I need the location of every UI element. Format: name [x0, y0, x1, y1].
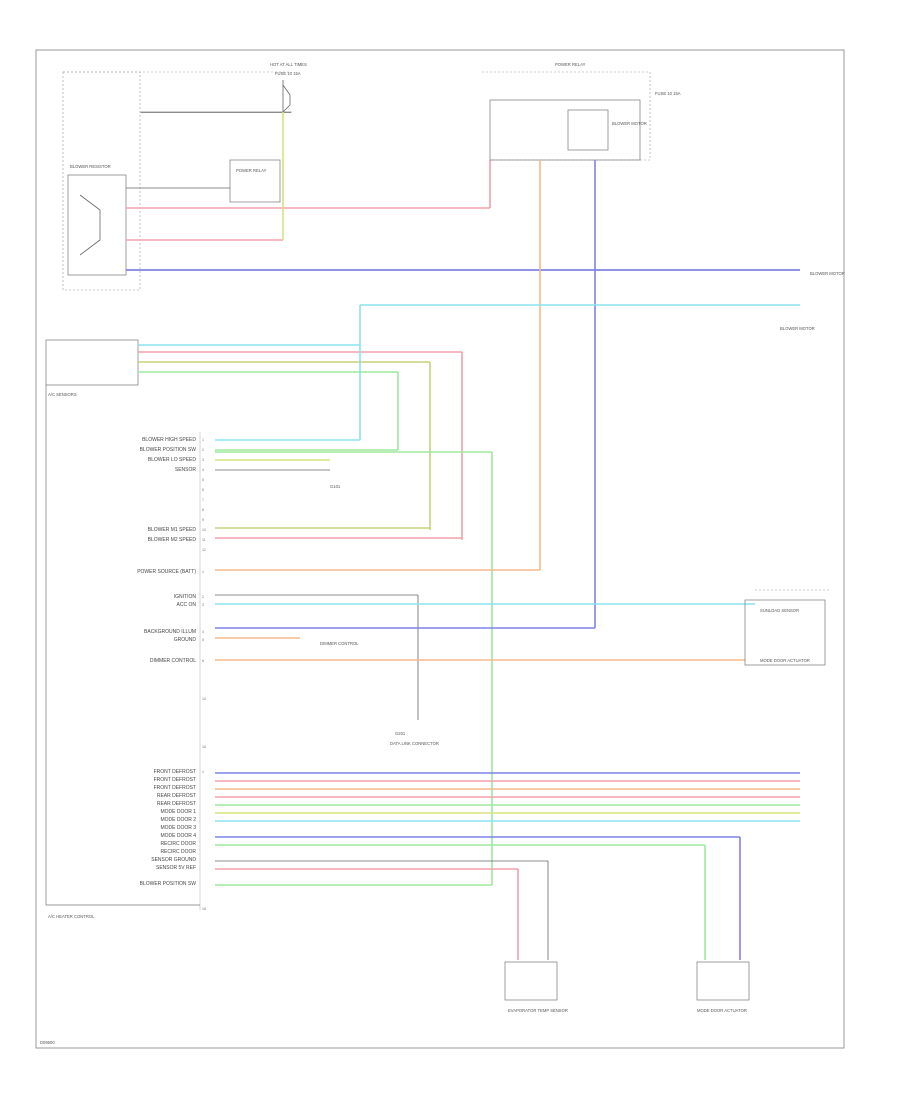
pin-number: 2 [202, 595, 204, 599]
mode-door-label: MODE DOOR ACTUATOR [697, 1008, 747, 1013]
pin-label-7: POWER SOURCE (BATT) [137, 569, 196, 575]
fuse-line [140, 111, 292, 113]
evap-sensor-label: EVAPORATOR TEMP SENSOR [508, 1008, 568, 1013]
data-link-label: DATA LINK CONNECTOR [390, 741, 439, 746]
pin-label-24: RECIRC DOOR [160, 849, 196, 855]
pin-label-1: BLOWER HIGH SPEED [142, 437, 196, 443]
fuse-label: FUSE 10 15A [275, 71, 301, 76]
pin-label-26: SENSOR 5V REF [156, 865, 196, 871]
pin-label-14: FRONT DEFROST [154, 769, 196, 775]
pin-number: 2 [202, 448, 204, 452]
pin-numbers: 1 2 3 4 5 6 7 8 9 10 11 12 1 2 3 4 5 6 1… [202, 438, 206, 911]
pin-number: 18 [202, 907, 206, 911]
relay-label-left: POWER RELAY [236, 168, 267, 173]
pin-label-25: SENSOR GROUND [151, 857, 196, 863]
pin-label-2: BLOWER POSITION SW [140, 447, 197, 453]
relay-coil-box [567, 109, 609, 151]
pin-label-3: BLOWER LO SPEED [148, 457, 196, 463]
pin-label-22: MODE DOOR 4 [160, 833, 196, 839]
pin-label-19: MODE DOOR 1 [160, 809, 196, 815]
pin-label-20: MODE DOOR 2 [160, 817, 196, 823]
module-connector: BLOWER HIGH SPEED BLOWER POSITION SW BLO… [137, 432, 201, 910]
right-term-1: BLOWER MOTOR [810, 271, 845, 276]
pin-number: 6 [202, 488, 204, 492]
pin-number: 6 [202, 659, 204, 663]
dimmer-label: DIMMER CONTROL [320, 641, 359, 646]
ground-bottom-label: G201 [395, 731, 406, 736]
sunload-box [744, 599, 826, 666]
pin-label-18: REAR DEFROST [157, 801, 196, 807]
evap-sensor-box [504, 961, 558, 1001]
pin-label-8: IGNITION [174, 594, 197, 600]
pin-number: 11 [202, 538, 206, 542]
relay-box-left [229, 159, 281, 203]
sunload-label-2: MODE DOOR ACTUATOR [760, 658, 810, 663]
pin-number: 12 [202, 548, 206, 552]
pin-label-11: GROUND [174, 637, 197, 643]
pin-number: 3 [202, 458, 204, 462]
fuse-symbol [282, 84, 291, 113]
pin-number: 1 [202, 770, 204, 774]
pin-number: 5 [202, 638, 204, 642]
relay-inner-box [489, 99, 641, 161]
pin-number: 4 [202, 630, 204, 634]
pin-number: 7 [202, 498, 204, 502]
pin-label-6: BLOWER M2 SPEED [148, 537, 197, 543]
pin-label-23: RECIRC DOOR [160, 841, 196, 847]
fuse-block-outline [62, 71, 141, 291]
figure-id: D09500 [40, 1040, 55, 1045]
ac-sensor-label: A/C SENSORS [48, 392, 77, 397]
mode-door-box [696, 961, 750, 1001]
pin-number: 10 [202, 528, 206, 532]
blower-motor-right-label: BLOWER MOTOR [780, 326, 815, 331]
pin-number: 8 [202, 508, 204, 512]
module-frame [45, 385, 200, 906]
pin-number: 1 [202, 438, 204, 442]
blower-resistor-box [67, 174, 127, 276]
pin-label-10: BACKGROUND ILLUM [144, 629, 196, 635]
pin-number: 1 [202, 570, 204, 574]
pin-label-15: FRONT DEFROST [154, 777, 196, 783]
pin-label-16: FRONT DEFROST [154, 785, 196, 791]
blower-resistor-label: BLOWER RESISTOR [70, 164, 111, 169]
ac-sensor-box [45, 339, 139, 386]
relay-block-text: BLOWER MOTOR [612, 121, 647, 126]
pin-label-4: SENSOR [175, 467, 197, 473]
diagram-frame [35, 49, 845, 1049]
pin-number: 3 [202, 603, 204, 607]
pin-label-12: DIMMER CONTROL [150, 658, 196, 664]
relay-block-title: POWER RELAY [555, 62, 586, 67]
pin-label-17: REAR DEFROST [157, 793, 196, 799]
pin-label-27: BLOWER POSITION SW [140, 881, 197, 887]
pin-label-21: MODE DOOR 3 [160, 825, 196, 831]
pin-number: 5 [202, 478, 204, 482]
pin-number: 16 [202, 745, 206, 749]
resistor-symbol [79, 194, 101, 256]
footer-label: A/C HEATER CONTROL [48, 914, 95, 919]
pin-number: 10 [202, 697, 206, 701]
pin-number: 9 [202, 518, 204, 522]
pin-label-9: ACC ON [177, 602, 197, 608]
sunload-label: SUNLOAD SENSOR [760, 608, 799, 613]
relay-side-text: FUSE 10 15A [655, 91, 681, 96]
pin-label-5: BLOWER M1 SPEED [148, 527, 197, 533]
pin-number: 4 [202, 468, 204, 472]
ground-label: G101 [330, 484, 341, 489]
relay-block-outline [482, 71, 651, 161]
hot-label: HOT AT ALL TIMES [270, 62, 307, 67]
